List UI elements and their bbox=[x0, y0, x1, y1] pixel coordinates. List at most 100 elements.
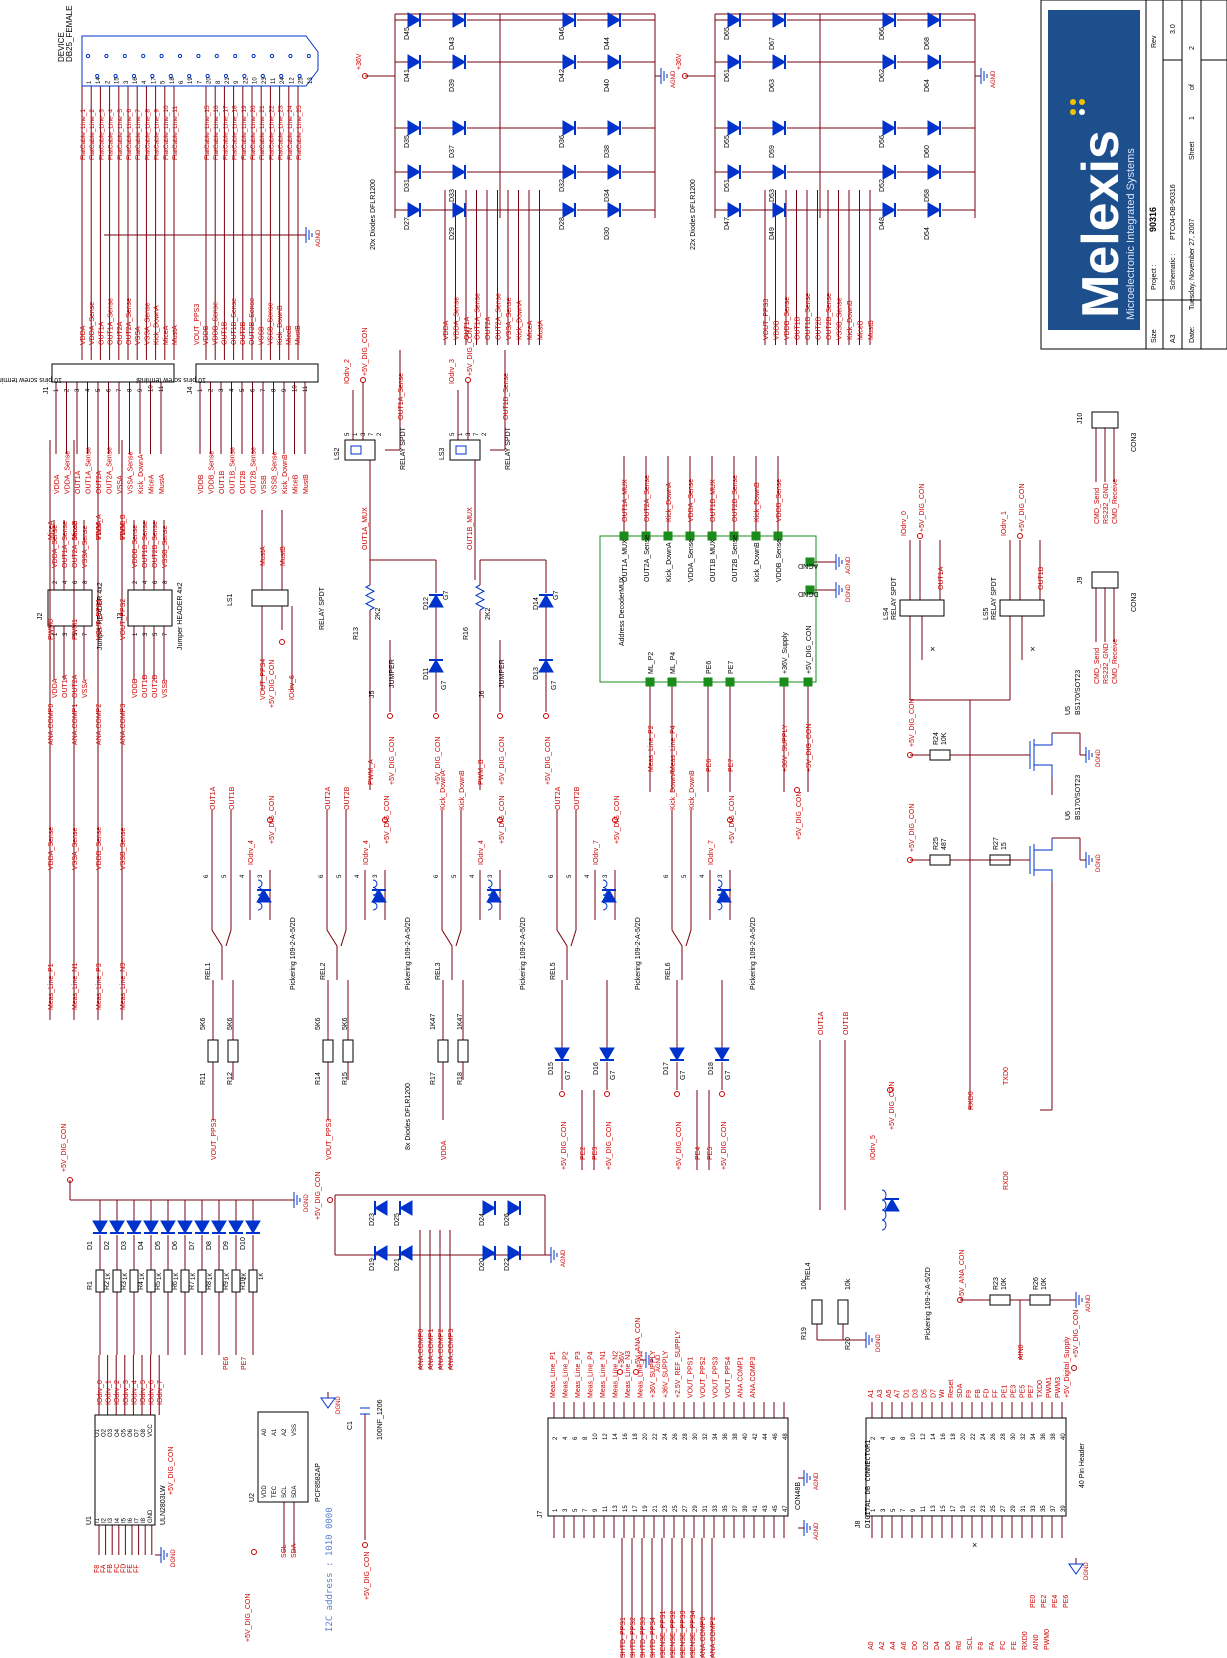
diode-d17 bbox=[669, 1047, 685, 1061]
net-label: OUT1B_Sense bbox=[805, 293, 812, 340]
resistor-value: 1K bbox=[208, 1273, 214, 1280]
pin-number: 20 bbox=[643, 1433, 649, 1440]
bank-label: 22x Diodes DFLR1200 bbox=[690, 179, 697, 250]
net-label: FE bbox=[1011, 1641, 1018, 1650]
pin-number: 25 bbox=[673, 1505, 679, 1512]
pin-number: 7 bbox=[197, 80, 203, 84]
pin-number: 20 bbox=[961, 1433, 967, 1440]
resistor-value: 5K6 bbox=[315, 1017, 322, 1030]
wire bbox=[211, 929, 223, 947]
power-label: +5V_DIG_CON bbox=[499, 737, 506, 785]
chip-part: PCF8582AP bbox=[315, 1463, 322, 1502]
logo-dot bbox=[1070, 109, 1076, 115]
led-d8 bbox=[211, 1220, 227, 1234]
net-label: IOdrv_1 bbox=[1001, 511, 1008, 536]
diode-body bbox=[407, 164, 421, 180]
net-label: MustA bbox=[538, 320, 545, 340]
net-label: AIN0 bbox=[1018, 1344, 1025, 1360]
mux-pin-label: OUT1B_MUX bbox=[710, 539, 717, 582]
net-label: IOdrv_2 bbox=[114, 1380, 121, 1405]
net-label: F9 bbox=[966, 1390, 973, 1398]
resistor-value: 15 bbox=[1001, 842, 1008, 850]
diode-body bbox=[452, 120, 466, 136]
relay-ref: REL6 bbox=[665, 962, 672, 980]
net-label: IOdrv_6 bbox=[149, 1380, 156, 1405]
net-label: PE0 bbox=[1030, 1595, 1037, 1608]
net-label: MiceB bbox=[72, 520, 79, 540]
net-label: A2 bbox=[879, 1641, 886, 1650]
pin-number: 23 bbox=[981, 1505, 987, 1512]
resistor-r19 bbox=[811, 1299, 823, 1325]
diode-symbol bbox=[607, 120, 621, 136]
pin-number: 25 bbox=[991, 1505, 997, 1512]
chip-pin-name: I4 bbox=[115, 1517, 121, 1523]
diode-ref: D40 bbox=[604, 79, 611, 92]
db25-pin bbox=[131, 73, 137, 79]
resistor-r5 bbox=[163, 1269, 173, 1293]
net-label: IOdrv_4 bbox=[131, 1380, 138, 1405]
pin-number: 3 bbox=[258, 874, 264, 878]
diode-body bbox=[211, 1220, 227, 1234]
net-label: VDDA bbox=[443, 320, 450, 340]
pin-number: 4 bbox=[881, 1436, 887, 1440]
diode-body bbox=[772, 120, 786, 136]
net-label: VSSA bbox=[117, 475, 124, 494]
resistor-r27 bbox=[989, 854, 1011, 866]
diode-symbol bbox=[927, 202, 941, 218]
power-label: +5V_DIG_CON bbox=[796, 792, 803, 840]
power-port bbox=[267, 817, 273, 823]
net-label: Meas_Line_P1 bbox=[48, 963, 55, 1010]
net-label: ISENSE_PPS3 bbox=[680, 1610, 687, 1658]
chip-pin-name: A2 bbox=[282, 1428, 288, 1436]
pin-number: 15 bbox=[623, 1505, 629, 1512]
resistor-value: 1K bbox=[174, 1273, 180, 1280]
net-label: VSSB_Sense bbox=[837, 297, 844, 340]
net-label: VOUT_PPS2 bbox=[120, 599, 127, 640]
diode-symbol bbox=[407, 164, 421, 180]
db25-pin bbox=[279, 73, 284, 79]
mux-pin-label: +5V_DIG_CON bbox=[806, 626, 813, 674]
power-label: +5V_DIG_CON bbox=[1019, 484, 1026, 532]
net-label: CMD_Send bbox=[1094, 648, 1101, 684]
flyback-diode bbox=[256, 889, 272, 903]
diode-body bbox=[727, 12, 741, 28]
resistor-value: 10k bbox=[801, 1278, 808, 1290]
net-label: VOUT_PPS2 bbox=[700, 1357, 707, 1398]
ground-label: DGND bbox=[171, 1549, 177, 1567]
net-label: OUT1B_Sense bbox=[231, 298, 238, 345]
power-label: +36V bbox=[619, 1351, 626, 1368]
net-label: ANA.COMP0 bbox=[48, 704, 55, 745]
net-label: D5 bbox=[921, 1389, 928, 1398]
diode-ref: D67 bbox=[769, 37, 776, 50]
pin-number: 29 bbox=[1011, 1505, 1017, 1512]
mux-pin bbox=[805, 557, 815, 567]
diode-type: G7 bbox=[553, 591, 560, 600]
power-port bbox=[279, 639, 285, 645]
pin-number: 18 bbox=[633, 1433, 639, 1440]
no-connect-mark: × bbox=[972, 1540, 977, 1550]
pin-number: 13 bbox=[931, 1505, 937, 1512]
net-label: ISENSE_PPS2 bbox=[670, 1610, 677, 1658]
pin-number: 1 bbox=[87, 80, 93, 84]
resistor-r7 bbox=[197, 1269, 207, 1293]
led-d5 bbox=[160, 1220, 176, 1234]
resistor-r3 bbox=[129, 1269, 139, 1293]
pin-number: 41 bbox=[753, 1505, 759, 1512]
net-label: MiceA bbox=[48, 520, 55, 540]
power-label: +5V_DIG_CON bbox=[1073, 1310, 1080, 1358]
diode-body bbox=[482, 1245, 496, 1261]
serial-j9 bbox=[1091, 571, 1119, 589]
relay-coil bbox=[257, 879, 263, 911]
net-label: ANA.COMP3 bbox=[448, 1329, 455, 1370]
flatcable-label: FlatCable_Line_10 bbox=[163, 105, 170, 160]
net-label: VDDB bbox=[198, 474, 205, 494]
mux-pin-label: PE7 bbox=[728, 661, 735, 674]
power-label: +5V_DIG_CON bbox=[61, 1124, 68, 1172]
diode-body bbox=[607, 120, 621, 136]
led-ref: D6 bbox=[172, 1241, 179, 1250]
net-label: OUT2B bbox=[240, 470, 247, 494]
mux-pin bbox=[805, 585, 815, 595]
resistor-value: 1K bbox=[259, 1273, 265, 1280]
power-port bbox=[362, 1542, 368, 1548]
net-label: RXD0 bbox=[1003, 1171, 1010, 1190]
